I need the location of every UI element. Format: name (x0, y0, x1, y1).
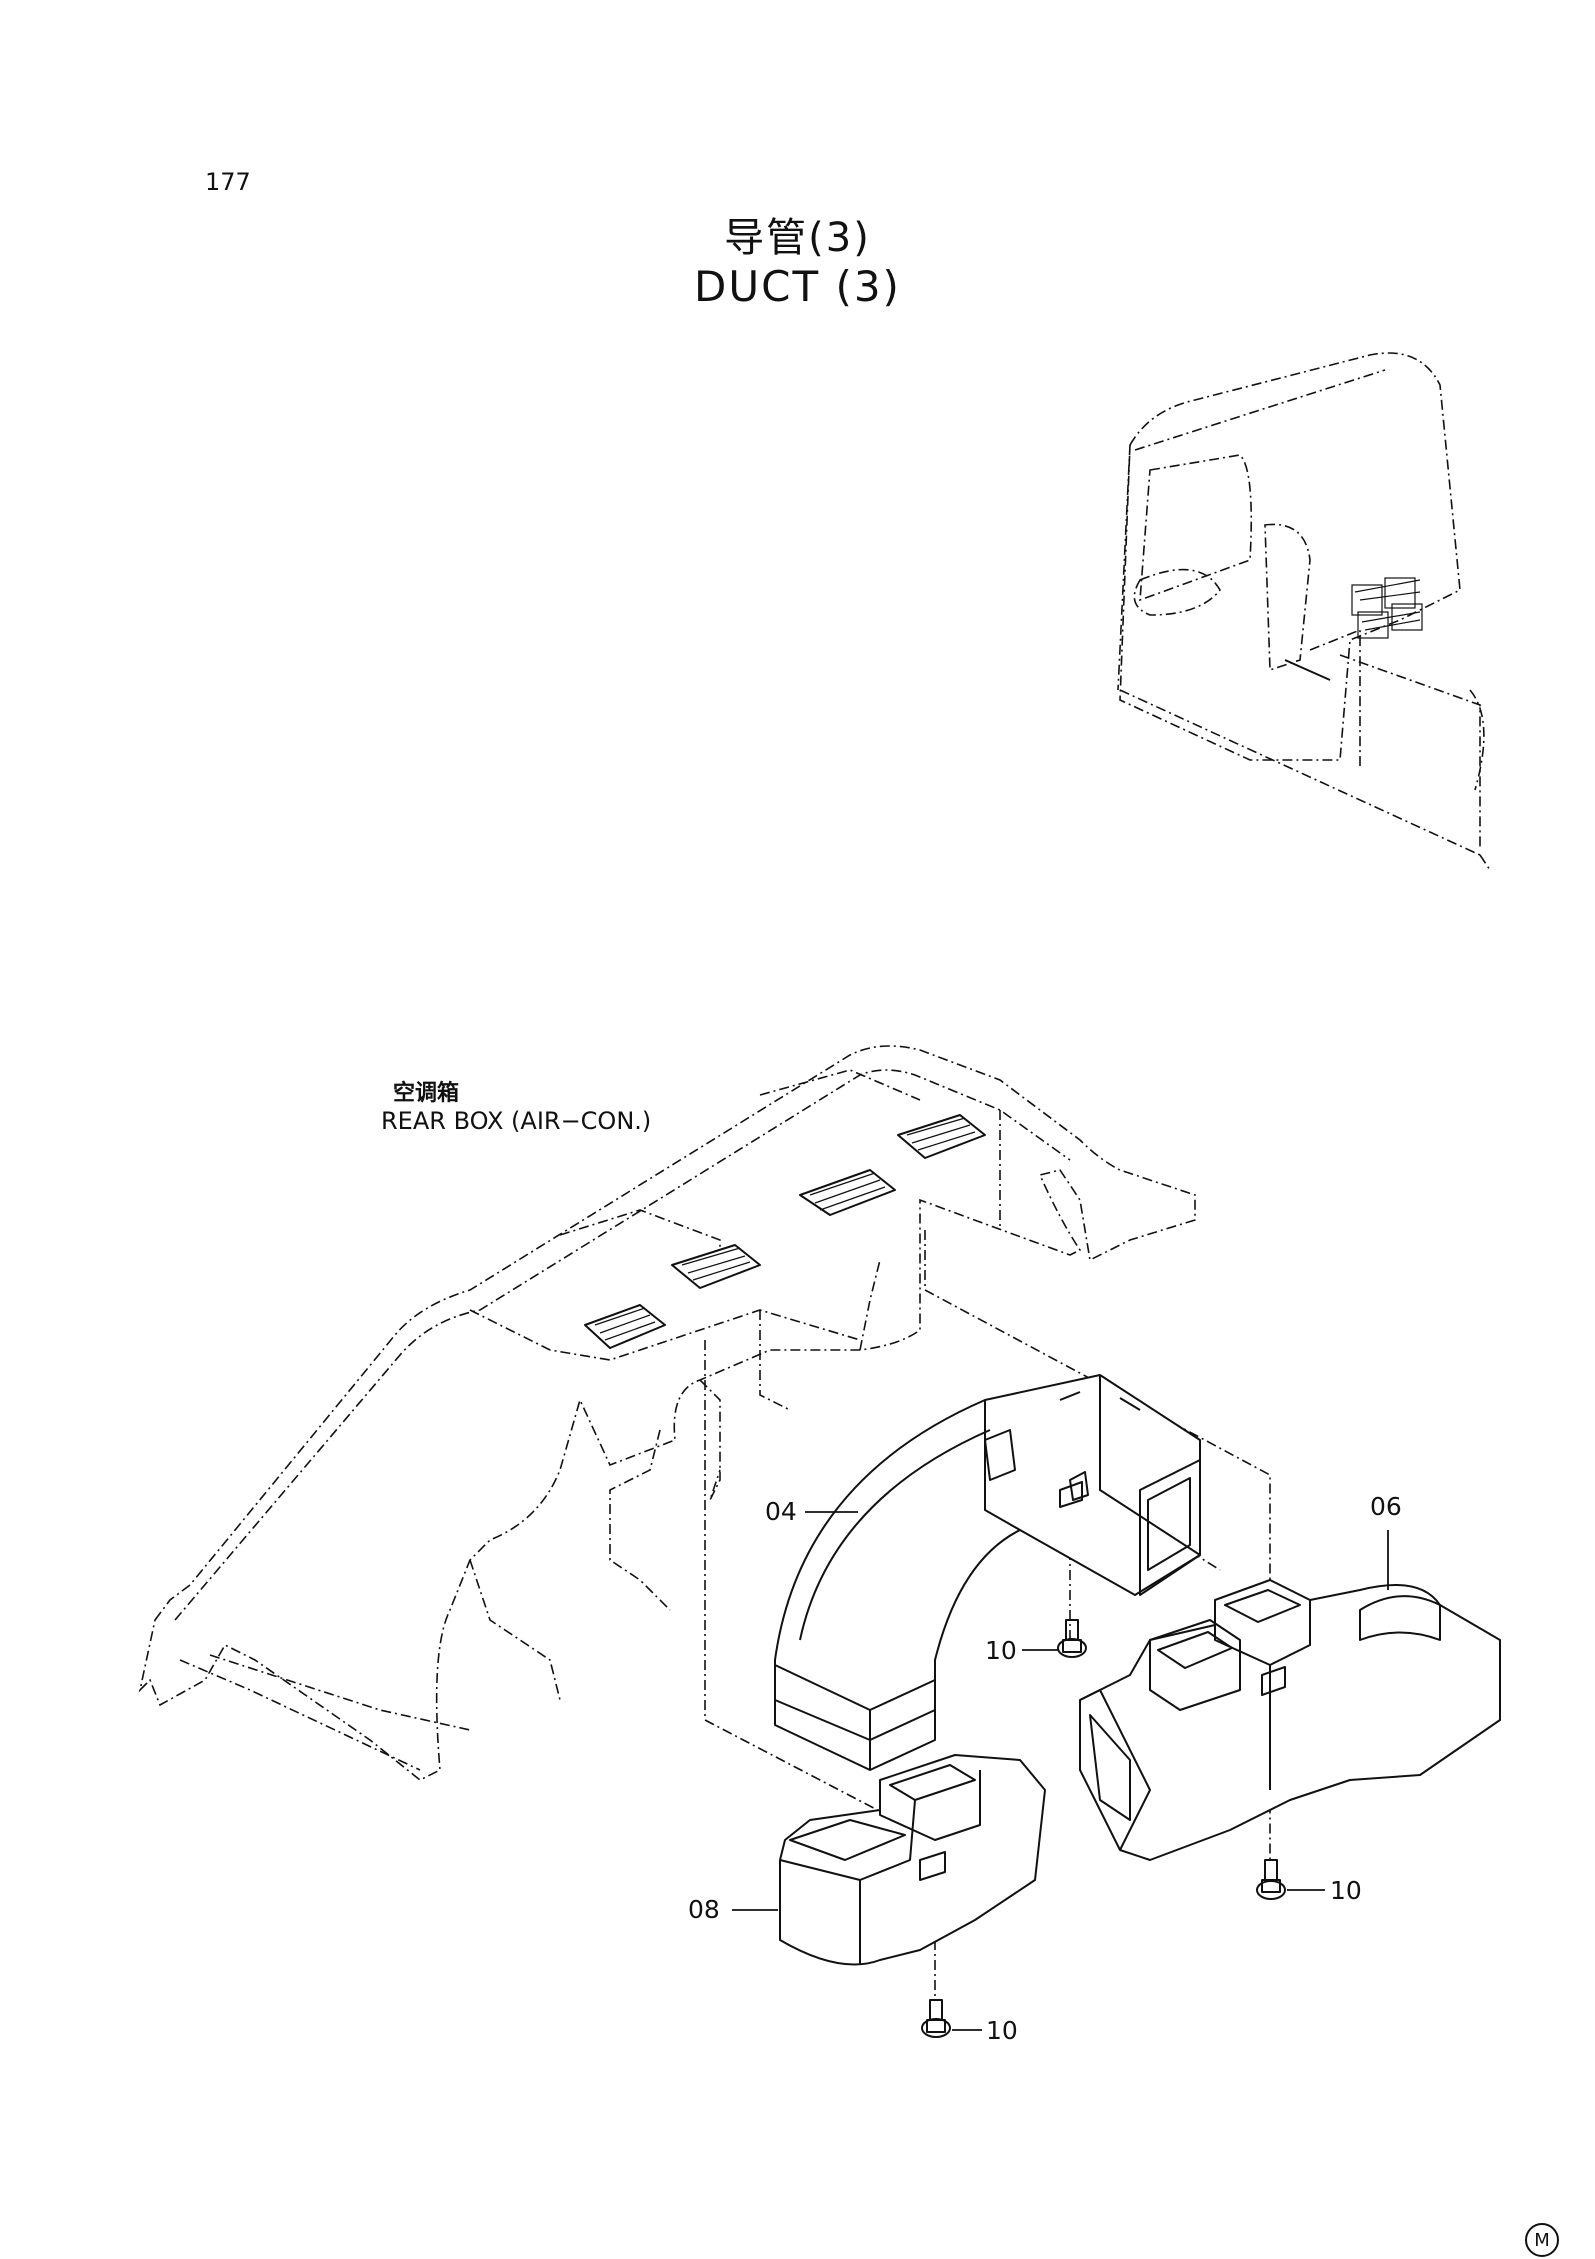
rear-box-outline (138, 1045, 1196, 1781)
title-chinese: 导管(3) (724, 215, 871, 261)
callout-08: 08 (688, 1895, 720, 1924)
callout-10-c: 10 (986, 2016, 1018, 2045)
duct-06 (1079, 1579, 1501, 1861)
bolt-10-b (1256, 1859, 1286, 1900)
callout-10-b: 10 (1330, 1876, 1362, 1905)
callout-leaders (732, 1511, 1389, 2031)
duct-04 (774, 1374, 1201, 1771)
bolt-10-c (921, 1999, 951, 2038)
callout-06: 06 (1370, 1492, 1402, 1521)
page-number: 177 (205, 168, 251, 196)
brackets (919, 1481, 1286, 1881)
manufacturer-mark: M (1525, 2223, 1559, 2257)
rear-box-label-english: REAR BOX (AIR−CON.) (381, 1107, 652, 1135)
duct-08 (779, 1754, 1046, 1966)
callout-10-a: 10 (985, 1636, 1017, 1665)
callout-04: 04 (765, 1497, 797, 1526)
cab-inset (1117, 352, 1491, 871)
bolt-10-a (1057, 1619, 1087, 1658)
title-english: DUCT (3) (694, 262, 901, 311)
rear-box-label-chinese: 空调箱 (393, 1081, 460, 1106)
louvres (584, 1114, 986, 1349)
